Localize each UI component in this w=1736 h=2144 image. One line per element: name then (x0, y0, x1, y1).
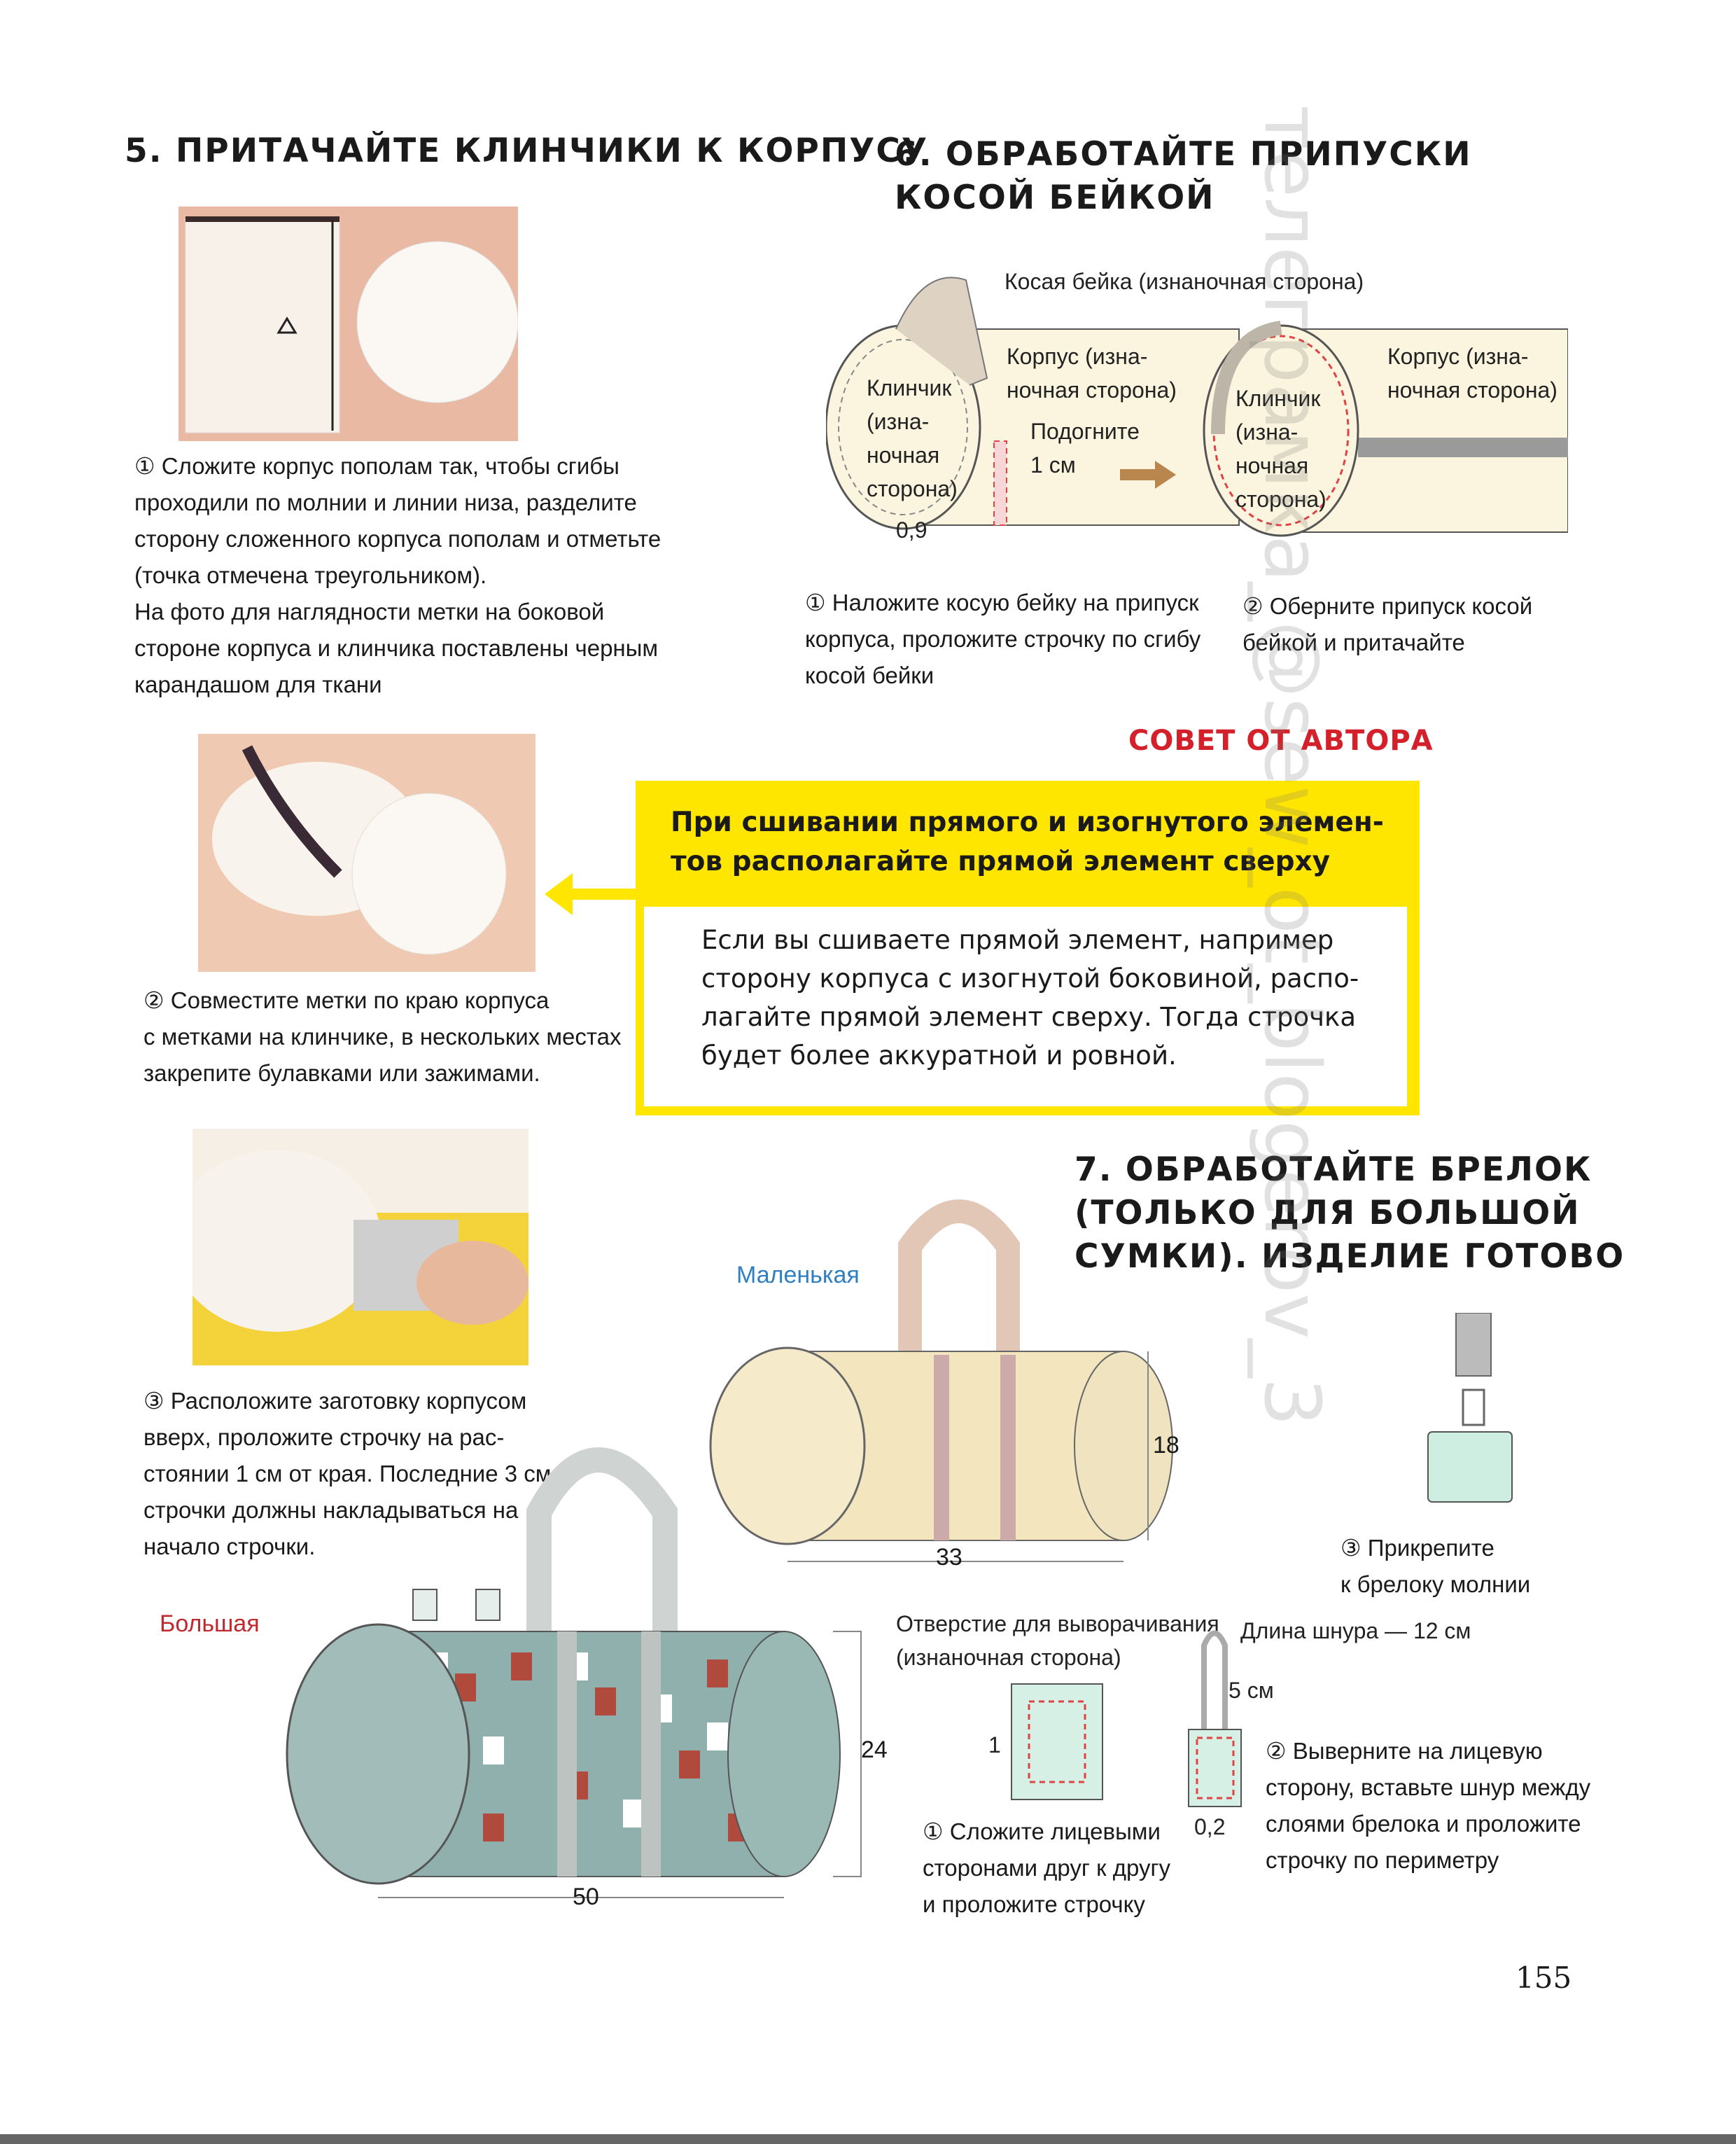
page-number: 155 (1516, 1961, 1572, 1995)
bottom-edge (0, 2134, 1736, 2144)
label-0-2: 0,2 (1194, 1810, 1225, 1844)
label-fold-1cm: Подогните 1 см (1030, 415, 1140, 482)
small-bag-height: 18 (1153, 1432, 1180, 1459)
step6-caption1: ① Наложите косую бейку на припуск корпус… (805, 585, 1200, 694)
arrow-left-icon (545, 873, 639, 915)
step5-caption1: ① Сложите корпус пополам так, чтобы сгиб… (134, 448, 661, 703)
big-bag-height: 24 (861, 1736, 888, 1764)
step7-caption2: ② Выверните на лицевую сторону, вставьте… (1266, 1733, 1590, 1879)
step5-caption2: ② Совместите метки по краю корпуса с мет… (144, 982, 621, 1092)
photo-sewing-illustration (192, 1129, 528, 1365)
label-opening: Отверстие для выворачивания (изнаночная … (896, 1607, 1219, 1674)
label-5cm: 5 см (1228, 1673, 1274, 1707)
big-bag-label: Большая (160, 1610, 260, 1638)
label-body-left: Корпус (изна- ночная сторона) (1007, 340, 1177, 407)
photo-fold-body (178, 207, 518, 441)
photo-fold-body-illustration (178, 207, 518, 441)
label-body-right: Корпус (изна- ночная сторона) (1387, 340, 1558, 407)
keychain-opening-diagram (1008, 1680, 1106, 1807)
label-cord-length: Длина шнура — 12 см (1240, 1614, 1471, 1648)
label-1: 1 (988, 1728, 1001, 1762)
photo-pin-gusset (198, 734, 536, 972)
big-bag-length: 50 (573, 1884, 599, 1911)
small-bag-length: 33 (936, 1544, 962, 1571)
step6-heading: 6. ОБРАБОТАЙТЕ ПРИПУСКИ КОСОЙ БЕЙКОЙ (895, 133, 1472, 220)
step5-heading: 5. ПРИТАЧАЙТЕ КЛИНЧИКИ К КОРПУСУ (125, 130, 928, 173)
step7-caption3: ③ Прикрепите к брелоку молнии (1340, 1530, 1530, 1603)
photo-sewing (192, 1129, 528, 1365)
zipper-pull-diagram (1400, 1313, 1540, 1523)
label-0-9: 0,9 (896, 513, 927, 547)
watermark: телеграмка_@sew_ot_blogerov_3 (1247, 105, 1337, 1426)
step7-caption1: ① Сложите лицевыми сторонами друг к друг… (923, 1814, 1170, 1923)
photo-pin-gusset-illustration (198, 734, 536, 972)
big-bag-diagram (273, 1421, 889, 1912)
keychain-cord-diagram (1183, 1617, 1246, 1814)
label-gusset-left: Клинчик (изна- ночная сторона) (867, 371, 958, 506)
